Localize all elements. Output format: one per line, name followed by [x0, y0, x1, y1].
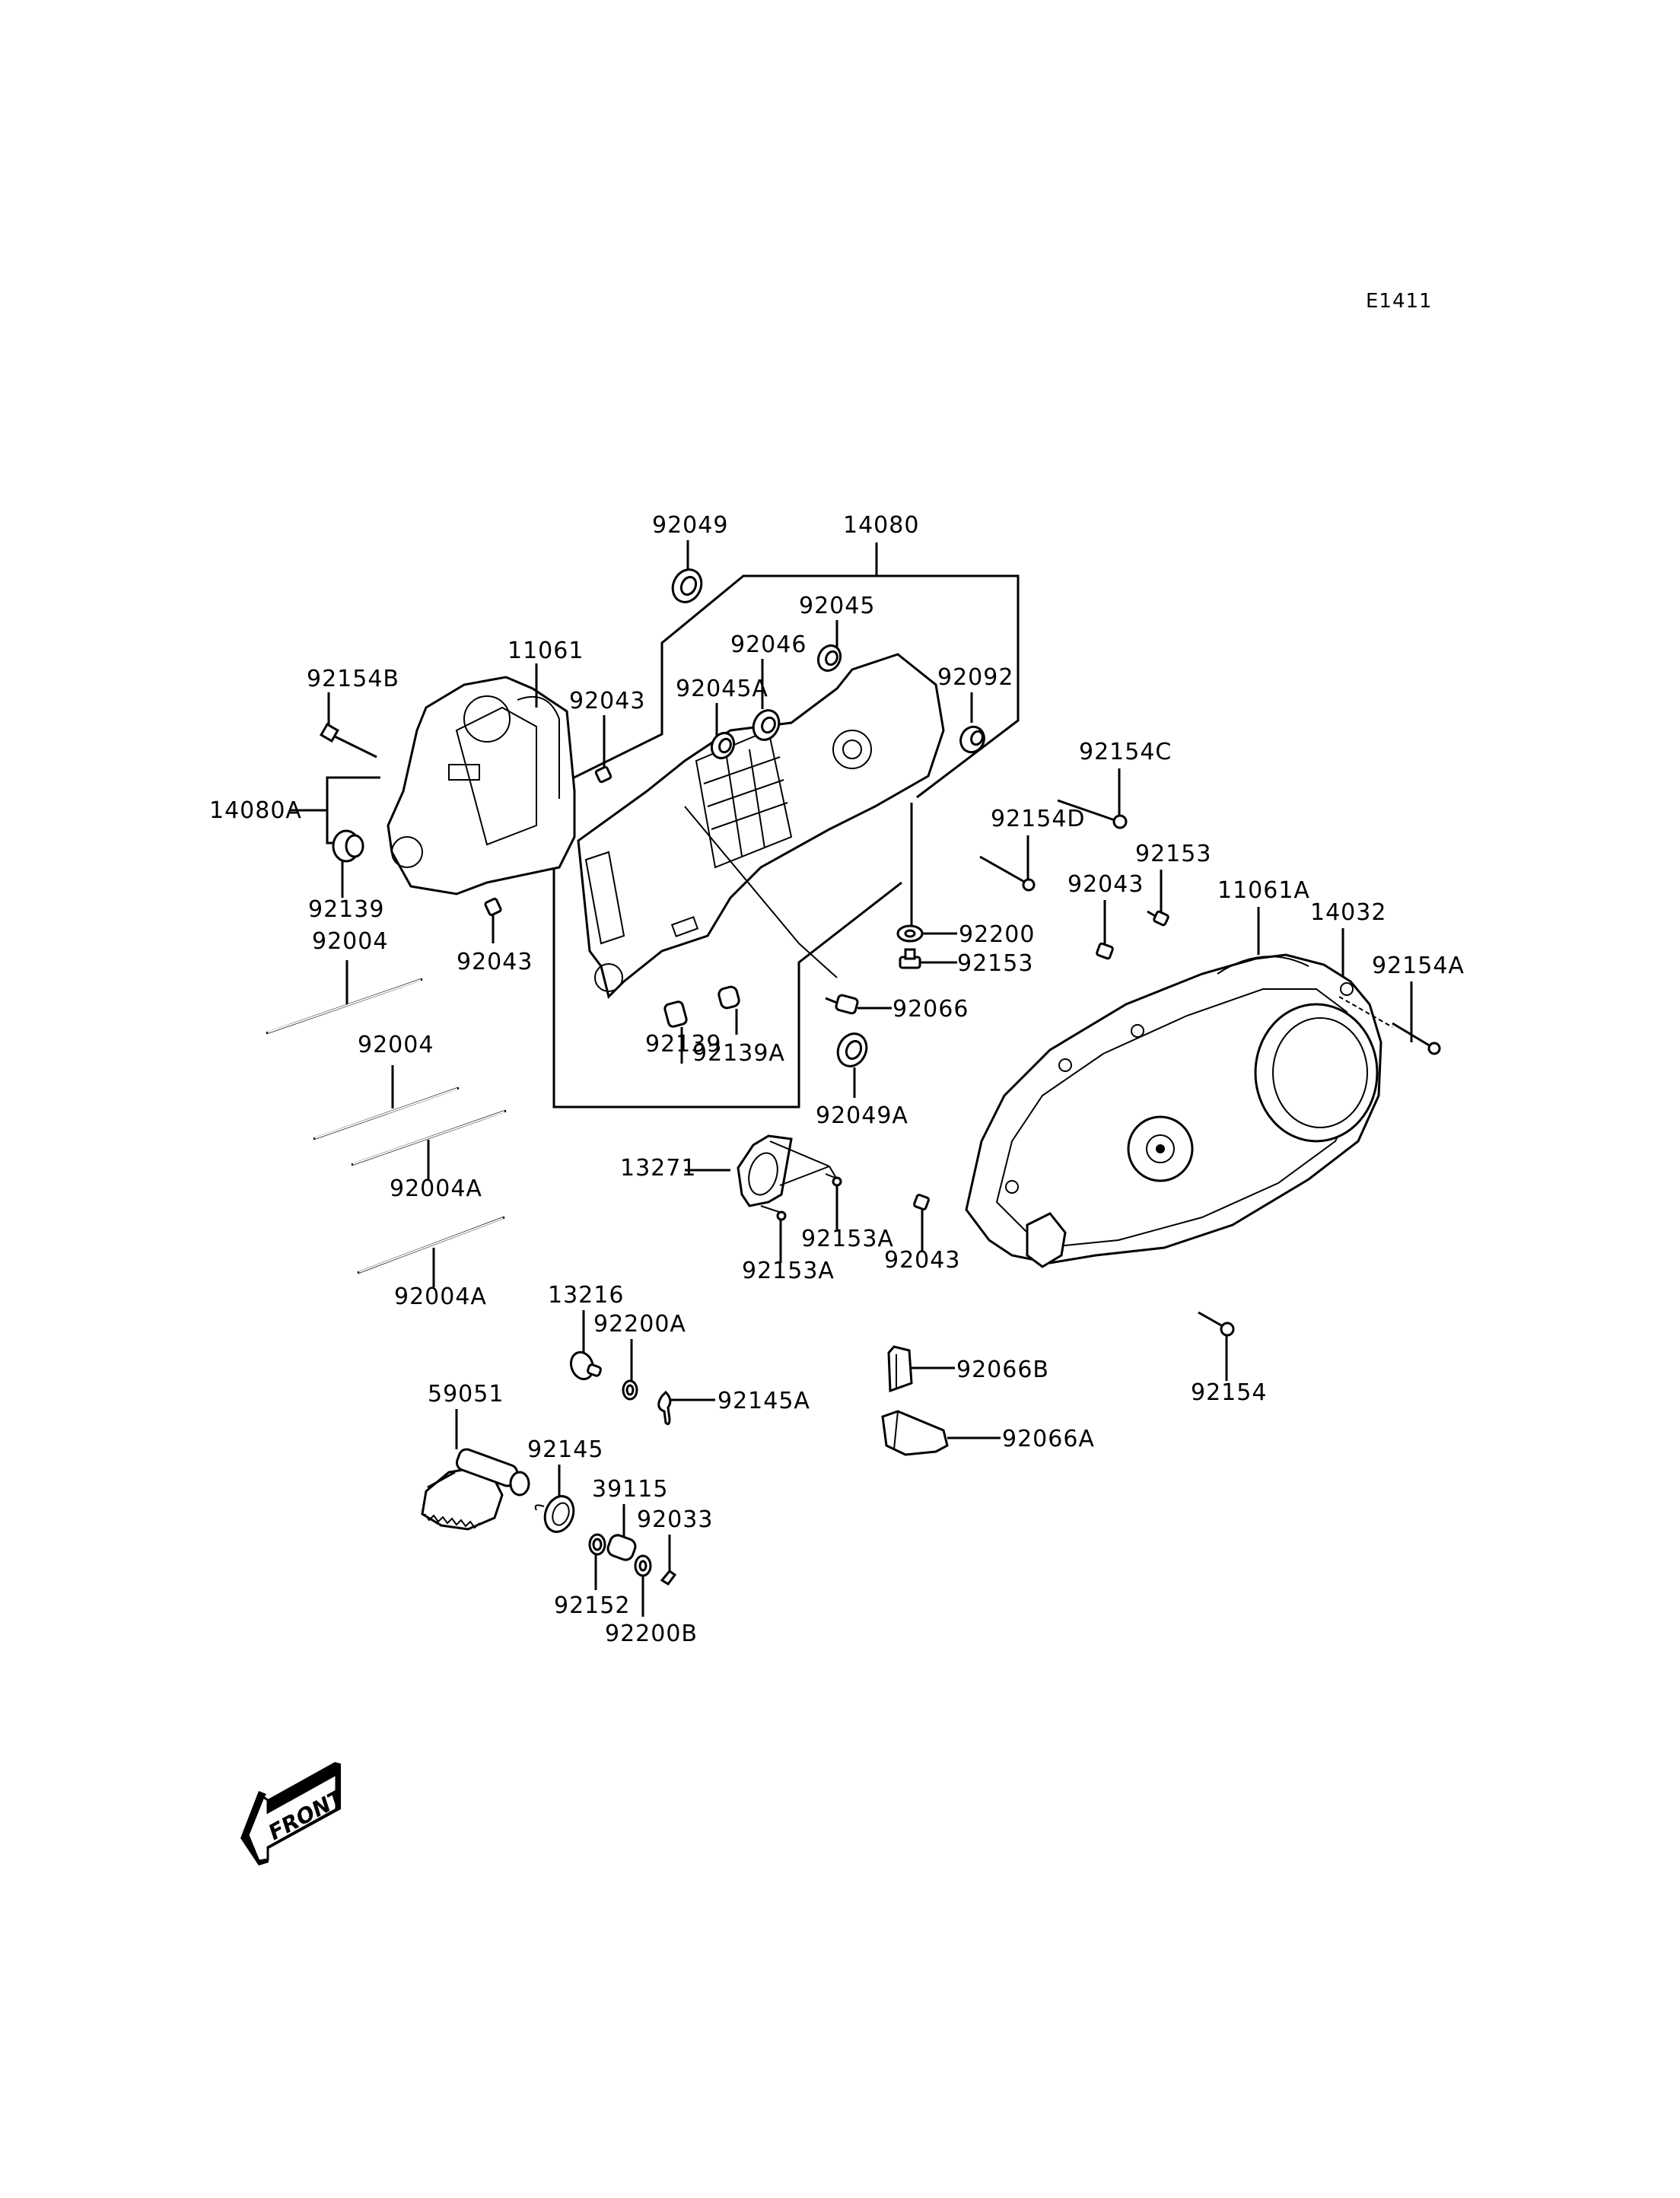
stud-92004-b [313, 1086, 460, 1140]
washer-92200A [622, 1379, 638, 1401]
bushing-92139-a [332, 829, 364, 863]
bolt-92154B [320, 723, 377, 759]
damper-92066B [887, 1345, 913, 1393]
plate-13271-part [737, 1134, 838, 1207]
screw-92153A-b [760, 1205, 787, 1221]
label-92066B[interactable]: 92066B [956, 1357, 1049, 1383]
front-arrow: FRONT [240, 1762, 346, 1866]
bearing-92045 [816, 644, 842, 673]
label-92145A[interactable]: 92145A [718, 1388, 810, 1414]
spring-92145 [534, 1495, 575, 1533]
plug-92153-a [1147, 910, 1169, 927]
stud-92004A-a [351, 1109, 507, 1166]
label-92139-b[interactable]: 92139 [645, 1031, 721, 1058]
label-92200A[interactable]: 92200A [593, 1311, 686, 1338]
label-92004A-a[interactable]: 92004A [390, 1175, 482, 1202]
bushing-92139A [718, 985, 740, 1010]
collar-92092 [959, 725, 985, 754]
label-92043-c[interactable]: 92043 [1068, 871, 1144, 898]
label-92004-a[interactable]: 92004 [312, 928, 388, 955]
bearing-92045A [710, 731, 736, 760]
bracket-14080 [552, 542, 902, 1109]
washer-92200B [634, 1554, 652, 1577]
label-14032[interactable]: 14032 [1310, 899, 1386, 926]
label-13216[interactable]: 13216 [548, 1282, 624, 1309]
label-92033[interactable]: 92033 [637, 1506, 713, 1533]
label-92066A[interactable]: 92066A [1002, 1426, 1095, 1452]
diagram-code: E1411 [1366, 290, 1433, 313]
bolt-92154 [1198, 1311, 1235, 1337]
bushing-92139-b [663, 1000, 688, 1028]
label-92154A[interactable]: 92154A [1372, 953, 1465, 979]
label-92049[interactable]: 92049 [652, 512, 728, 539]
label-92066[interactable]: 92066 [892, 996, 969, 1023]
label-92045[interactable]: 92045 [799, 593, 875, 619]
bolt-92154D [979, 855, 1036, 892]
dowel-92043-a [594, 765, 612, 784]
label-39115[interactable]: 39115 [592, 1476, 668, 1503]
label-92153A-a[interactable]: 92153A [801, 1226, 894, 1252]
label-92153-a[interactable]: 92153 [1135, 841, 1211, 867]
label-14080A[interactable]: 14080A [209, 797, 302, 824]
label-92200B[interactable]: 92200B [605, 1621, 698, 1647]
label-92043-a[interactable]: 92043 [569, 688, 645, 714]
label-92139-a[interactable]: 92139 [308, 896, 384, 923]
label-92145[interactable]: 92145 [527, 1436, 603, 1463]
plug-92153 [899, 948, 921, 969]
label-92004A-b[interactable]: 92004A [394, 1283, 487, 1310]
label-92200[interactable]: 92200 [959, 921, 1035, 948]
bearing-92046 [752, 709, 781, 741]
dowel-92043-c [1096, 942, 1114, 960]
label-92154C[interactable]: 92154C [1079, 739, 1172, 765]
washer-92152 [588, 1533, 606, 1556]
label-92046[interactable]: 92046 [730, 631, 807, 658]
left-crankcase-part [387, 676, 576, 895]
washer-92200 [896, 924, 924, 943]
clutch-cover-11061A-part [965, 953, 1382, 1268]
stud-92004A-b [357, 1216, 505, 1274]
label-92092[interactable]: 92092 [937, 664, 1013, 691]
clip-92145A [657, 1390, 672, 1426]
label-92043-d[interactable]: 92043 [884, 1247, 960, 1274]
label-92004-b[interactable]: 92004 [358, 1032, 434, 1058]
dowel-92043-d [913, 1194, 930, 1210]
label-92139A[interactable]: 92139A [692, 1040, 785, 1067]
bracket-14080-right [877, 574, 1020, 799]
label-92049A[interactable]: 92049A [816, 1102, 908, 1129]
label-92153-b[interactable]: 92153 [957, 950, 1033, 977]
screw-92153A-a [825, 1173, 842, 1187]
label-14080[interactable]: 14080 [843, 512, 919, 539]
label-11061A[interactable]: 11061A [1217, 877, 1310, 904]
label-92154B[interactable]: 92154B [307, 666, 399, 692]
bolt-92154C [1057, 799, 1128, 829]
label-92153A-b[interactable]: 92153A [742, 1258, 835, 1284]
label-92045A[interactable]: 92045A [676, 676, 768, 702]
label-13271[interactable]: 13271 [620, 1155, 696, 1182]
dowel-92043-b [484, 897, 502, 917]
kick-shaft-59051 [421, 1448, 530, 1531]
collar-39115 [606, 1534, 637, 1561]
plug-92066 [825, 994, 859, 1015]
label-92043-b[interactable]: 92043 [457, 949, 533, 975]
label-92152[interactable]: 92152 [554, 1592, 630, 1619]
label-59051[interactable]: 59051 [428, 1381, 504, 1408]
gear-13216 [569, 1350, 602, 1381]
bearing-92049 [671, 568, 703, 603]
label-92154D[interactable]: 92154D [991, 806, 1086, 832]
seal-92049A [836, 1032, 868, 1067]
damper-92066A [881, 1410, 949, 1456]
label-92154[interactable]: 92154 [1191, 1379, 1267, 1406]
bolt-92154A [1338, 996, 1441, 1055]
label-11061[interactable]: 11061 [508, 638, 584, 664]
clip-92033 [660, 1569, 677, 1586]
stud-92004-a [266, 978, 423, 1035]
